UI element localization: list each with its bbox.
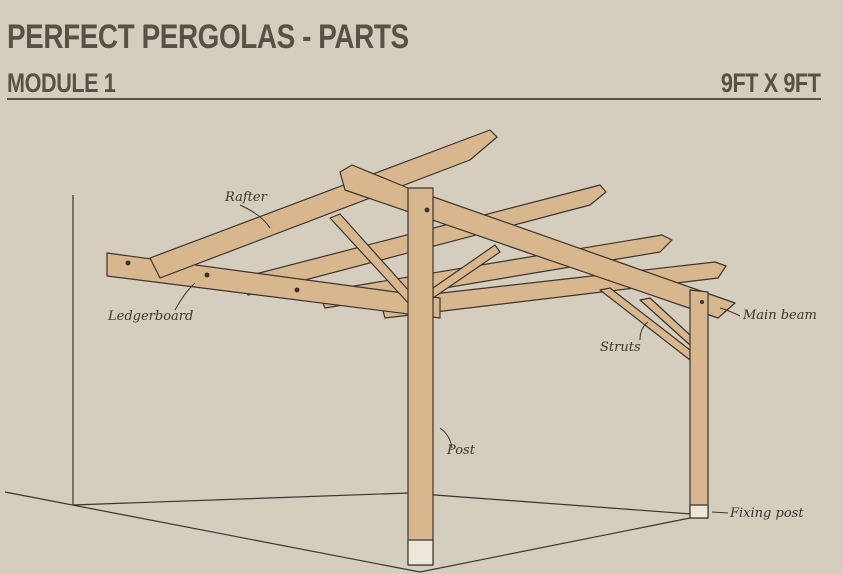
header-divider [7, 98, 821, 100]
module-label: MODULE 1 [7, 68, 116, 98]
page-title: PERFECT PERGOLAS - PARTS [7, 18, 409, 56]
front-post [407, 187, 434, 566]
label-fixing-post: Fixing post [729, 506, 804, 521]
fixing-post-base [689, 504, 709, 519]
ground-lines [4, 195, 706, 573]
main-beam [339, 164, 736, 319]
post-base-front [407, 539, 434, 566]
label-arrows [174, 204, 741, 514]
ledgerboard [106, 252, 441, 319]
label-post: Post [446, 443, 476, 458]
label-struts: Struts [600, 340, 641, 355]
label-main-beam: Main beam [742, 308, 817, 323]
back-post [689, 289, 709, 519]
label-rafter: Rafter [224, 190, 268, 205]
size-label: 9FT X 9FT [721, 68, 821, 98]
rafter-1 [149, 129, 498, 279]
label-ledgerboard: Ledgerboard [107, 309, 193, 324]
